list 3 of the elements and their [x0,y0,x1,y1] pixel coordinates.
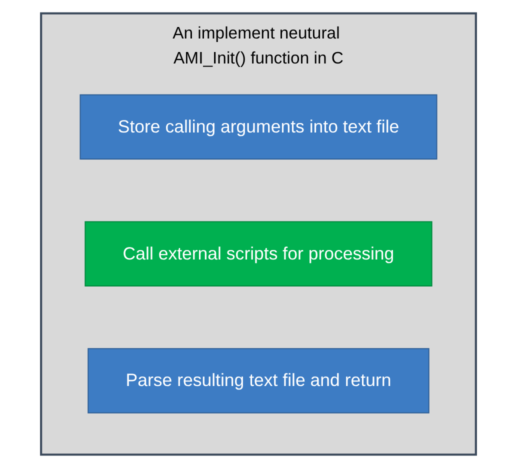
node-box: Store calling arguments into text file [80,94,438,160]
node-box: Call external scripts for processing [84,221,432,286]
node-box: Parse resulting text file and return [88,348,430,414]
